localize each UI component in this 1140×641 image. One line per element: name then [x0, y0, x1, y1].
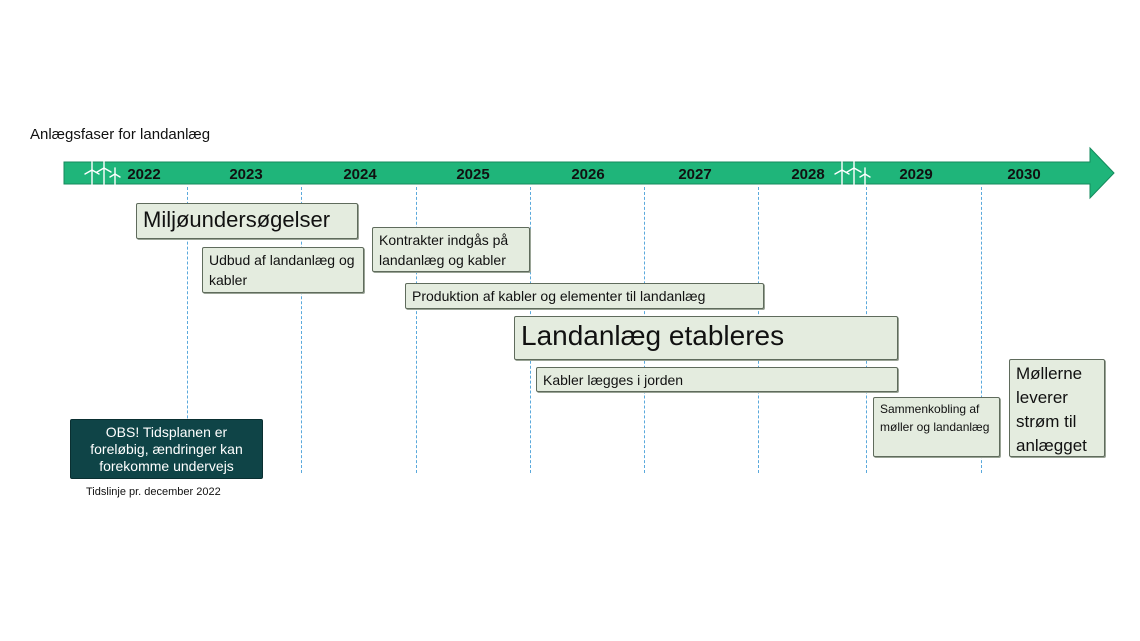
year-divider [187, 187, 188, 473]
wind-turbine-icon [834, 159, 871, 188]
year-label-2026: 2026 [571, 166, 605, 183]
phase-udbud: Udbud af landanlæg og kabler [202, 247, 364, 293]
phase-kontrakter: Kontrakter indgås på landanlæg og kabler [372, 227, 530, 272]
year-divider [416, 187, 417, 473]
phase-landanlaeg-etableres: Landanlæg etableres [514, 316, 898, 360]
preliminary-note: OBS! Tidsplanen er foreløbig, ændringer … [70, 419, 263, 479]
year-label-2027: 2027 [678, 166, 712, 183]
timeline-title: Anlægsfaser for landanlæg [30, 126, 211, 143]
phase-sammenkobling: Sammenkobling af møller og landanlæg [873, 397, 1000, 457]
year-divider [301, 187, 302, 473]
year-label-2025: 2025 [456, 166, 490, 183]
timeline-arrow [63, 146, 1115, 200]
year-divider [981, 187, 982, 473]
phase-miljoundersogelser: Miljøundersøgelser [136, 203, 358, 239]
year-label-2030: 2030 [1007, 166, 1041, 183]
timeline-footnote: Tidslinje pr. december 2022 [86, 486, 221, 498]
year-label-2029: 2029 [899, 166, 933, 183]
wind-turbine-icon [84, 159, 121, 188]
year-label-2028: 2028 [791, 166, 825, 183]
phase-mollerne-leverer: Møllerne leverer strøm til anlægget [1009, 359, 1105, 457]
year-label-2024: 2024 [343, 166, 377, 183]
year-label-2022: 2022 [127, 166, 161, 183]
phase-produktion: Produktion af kabler og elementer til la… [405, 283, 764, 309]
year-label-2023: 2023 [229, 166, 263, 183]
phase-kabler: Kabler lægges i jorden [536, 367, 898, 392]
